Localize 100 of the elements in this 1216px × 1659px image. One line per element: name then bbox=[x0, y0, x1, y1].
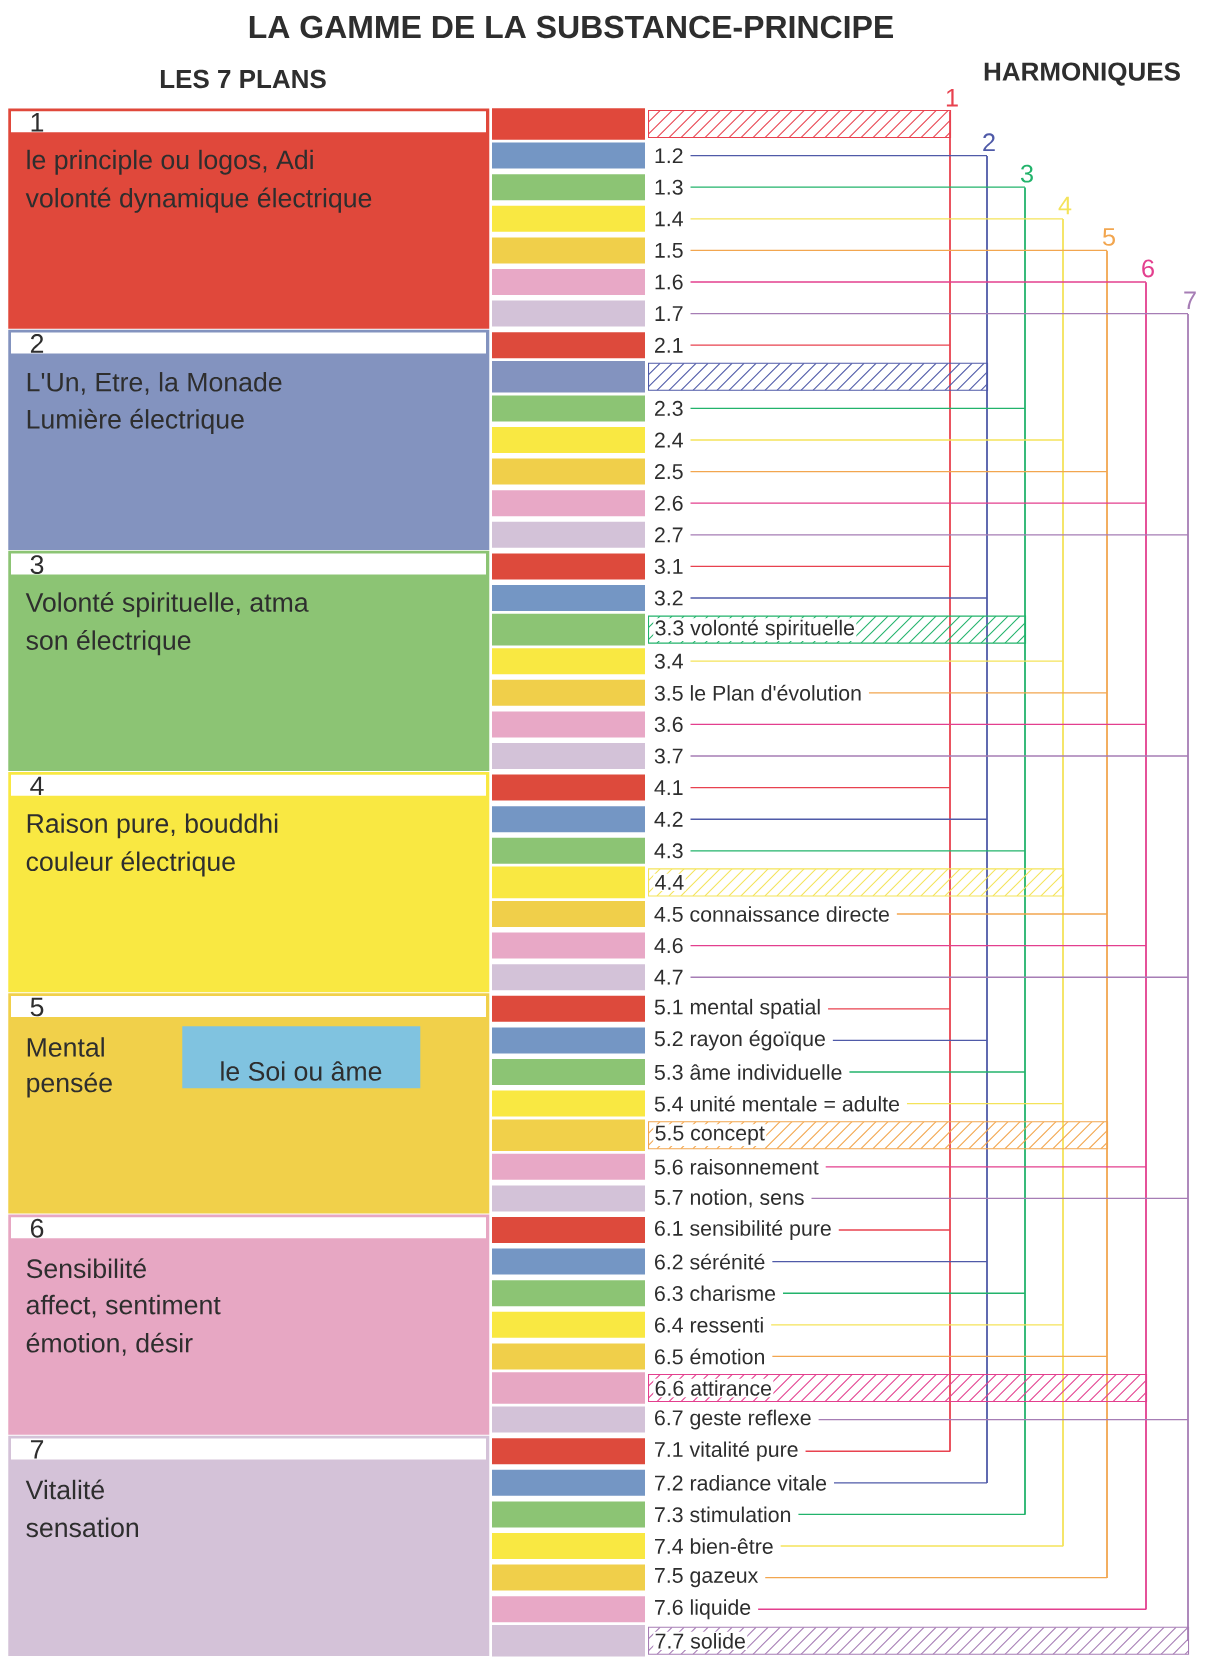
connector-line bbox=[868, 692, 1108, 694]
row-label: 5.2 rayon égoïque bbox=[654, 1030, 825, 1051]
inner-box: le Soi ou âme bbox=[182, 1026, 421, 1089]
connector-line bbox=[825, 1166, 1147, 1168]
hatched-bar bbox=[648, 362, 989, 391]
row-label: 4.2 bbox=[654, 811, 683, 827]
connector-line bbox=[804, 1450, 951, 1452]
connector-line bbox=[770, 1324, 1064, 1326]
connector-line bbox=[689, 723, 1147, 726]
connector-line bbox=[689, 186, 1026, 188]
connector-line bbox=[797, 1513, 1026, 1516]
connector-line bbox=[764, 1576, 1108, 1579]
connector-line bbox=[689, 470, 1108, 473]
hatched-bar: 3.3 volonté spirituelle bbox=[648, 615, 1027, 644]
connector-line bbox=[833, 1482, 988, 1484]
row-label: 7.3 stimulation bbox=[655, 1506, 791, 1523]
row-label: 7.4 bien-être bbox=[655, 1538, 773, 1554]
hatched-bar: 4.4 bbox=[648, 868, 1065, 897]
row-label: 2.5 bbox=[655, 464, 683, 480]
row-label: 5.7 notion, sens bbox=[654, 1189, 804, 1208]
row-label: 7.5 gazeux bbox=[655, 1568, 759, 1588]
hatched-bar: 5.5 concept bbox=[648, 1121, 1109, 1150]
plane-box: 3 Volonté spirituelle, atma son électrique bbox=[8, 550, 490, 772]
connector-line bbox=[689, 786, 951, 789]
row-label: 1.5 bbox=[655, 242, 683, 258]
plane-box: 1 le principle ou logos, Adi volonté dynamique électrique bbox=[8, 108, 490, 329]
connector-line bbox=[906, 1102, 1064, 1105]
connector-line bbox=[689, 154, 988, 157]
connector-line bbox=[771, 1355, 1108, 1358]
row-label: 4.7 bbox=[654, 969, 683, 985]
plane-box: 4 Raison pure, bouddhi couleur électrique bbox=[8, 772, 490, 993]
row-label: 6.7 geste reflexe bbox=[655, 1409, 811, 1430]
row-label: 5.6 raisonnement bbox=[654, 1159, 819, 1175]
row-label: 5.3 âme individuelle bbox=[654, 1064, 842, 1080]
connector-line bbox=[848, 1071, 1026, 1073]
row-label: 2.4 bbox=[655, 432, 683, 448]
connector-line bbox=[782, 1292, 1026, 1294]
connector-line bbox=[832, 1039, 988, 1042]
row-label: 1.6 bbox=[655, 274, 683, 290]
row-label: 3.2 bbox=[654, 590, 683, 606]
row-label: 3.5 le Plan d'évolution bbox=[654, 684, 861, 701]
row-label: 6.3 charisme bbox=[655, 1285, 776, 1302]
hatched-bar: 7.7 solide bbox=[648, 1626, 1190, 1655]
row-label: 4.6 bbox=[654, 938, 683, 954]
diagram-title: LA GAMME DE LA SUBSTANCE-PRINCIPE bbox=[249, 15, 893, 39]
connector-line bbox=[689, 407, 1026, 410]
hatched-bar: 6.6 attirance bbox=[648, 1373, 1148, 1403]
connector-line bbox=[689, 850, 1026, 852]
row-label: 3.1 bbox=[654, 558, 683, 574]
connector-line bbox=[827, 1008, 951, 1010]
plane-box: 6 Sensibilité affect, sentiment émotion, désir bbox=[8, 1214, 490, 1435]
row-label: 3.4 bbox=[654, 653, 683, 669]
connector-line bbox=[689, 565, 951, 568]
row-label: 1.4 bbox=[655, 211, 683, 227]
row-label: 3.6 bbox=[654, 716, 683, 732]
row-label: 6.5 émotion bbox=[655, 1348, 764, 1365]
connector-line bbox=[780, 1545, 1064, 1547]
row-label: 1.2 bbox=[655, 148, 683, 164]
row-label: 3.7 bbox=[654, 748, 683, 764]
row-label: 6.2 sérénité bbox=[655, 1253, 765, 1270]
row-label: 7.6 liquide bbox=[655, 1599, 751, 1620]
connector-line bbox=[817, 1418, 1189, 1421]
hatched-bar bbox=[648, 109, 952, 139]
connector-line bbox=[689, 344, 951, 346]
connector-line bbox=[689, 818, 988, 820]
connector-line bbox=[771, 1260, 988, 1263]
row-label: 5.4 unité mentale = adulte bbox=[654, 1095, 900, 1112]
connector-line bbox=[689, 281, 1147, 283]
connector-line bbox=[810, 1197, 1189, 1200]
plane-box: 7 Vitalité sensation bbox=[8, 1435, 490, 1656]
connector-line bbox=[689, 944, 1147, 947]
row-label: 4.3 bbox=[654, 843, 683, 859]
connector-line bbox=[689, 976, 1189, 978]
row-label: 1.3 bbox=[655, 179, 683, 195]
row-label: 2.6 bbox=[655, 495, 683, 511]
row-label: 4.5 connaissance directe bbox=[654, 906, 889, 922]
connector-line bbox=[689, 502, 1147, 504]
connector-line bbox=[689, 312, 1189, 315]
row-label: 2.3 bbox=[655, 400, 683, 416]
row-label: 2.7 bbox=[655, 527, 683, 543]
row-label: 5.1 mental spatial bbox=[654, 998, 820, 1019]
connector-line bbox=[757, 1608, 1147, 1610]
row-label: 4.1 bbox=[654, 780, 683, 795]
connector-line bbox=[689, 218, 1064, 220]
row-label: 2.1 bbox=[655, 337, 683, 353]
column-heading: HARMONIQUES bbox=[984, 62, 1180, 86]
connector-line bbox=[689, 249, 1108, 252]
row-label: 1.7 bbox=[655, 306, 683, 321]
connector-line bbox=[689, 439, 1064, 441]
connector-line bbox=[689, 660, 1064, 662]
connector-line bbox=[689, 597, 988, 599]
connector-line bbox=[689, 755, 1189, 757]
row-label: 6.4 ressenti bbox=[655, 1317, 763, 1333]
row-label: 7.2 radiance vitale bbox=[655, 1475, 827, 1491]
plane-box: 2 L'Un, Etre, la Monade Lumière électrique bbox=[8, 329, 490, 550]
connector-line bbox=[689, 534, 1189, 536]
connector-line bbox=[896, 913, 1108, 915]
connector-line bbox=[838, 1229, 951, 1231]
row-label: 6.1 sensibilité pure bbox=[655, 1219, 831, 1241]
row-label: 7.1 vitalité pure bbox=[655, 1441, 798, 1462]
